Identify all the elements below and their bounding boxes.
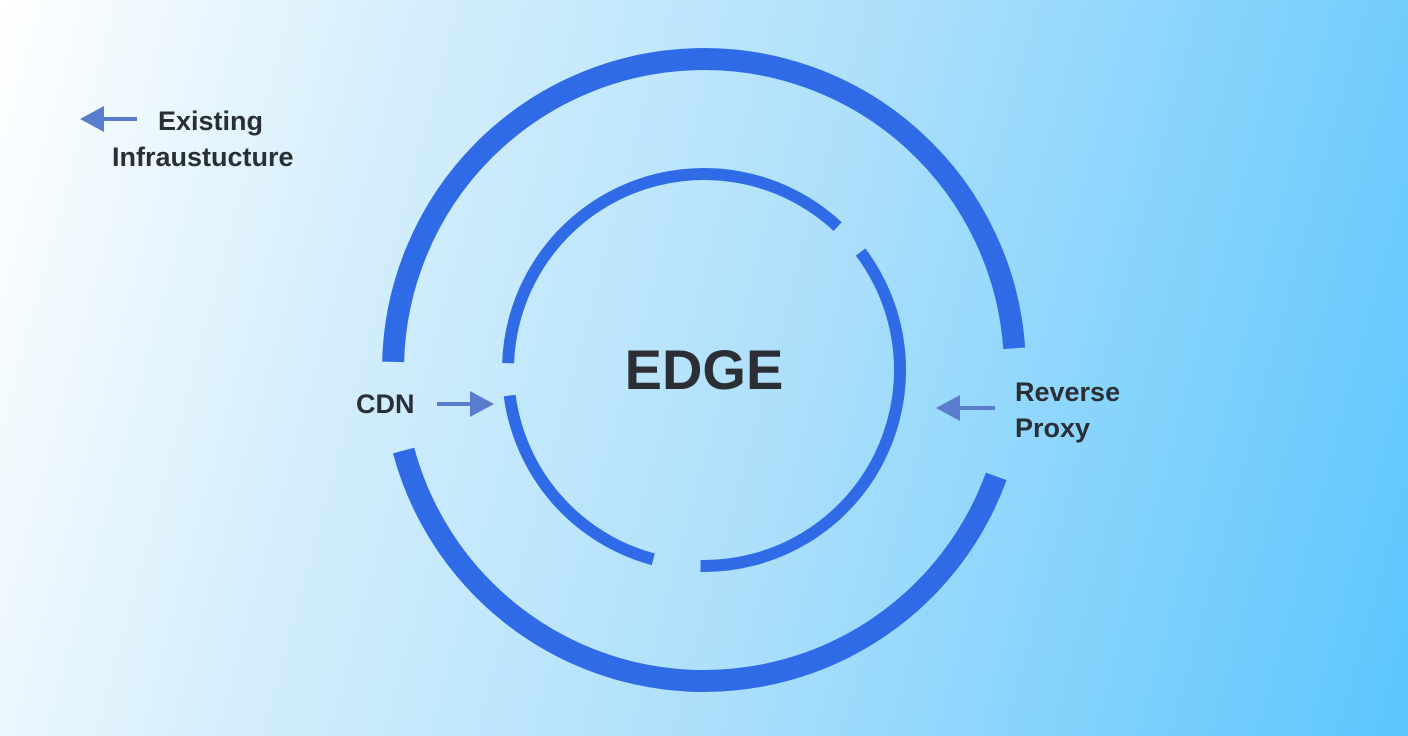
reverse-proxy-arrow-icon [936,395,995,421]
outer-ring-bottom-segment [392,447,1007,692]
outer-ring-top-segment [382,48,1026,363]
reverse-proxy-label-line1: Reverse [1015,377,1121,407]
cdn-label: CDN [356,389,415,419]
existing-infrastructure-label-line2: Infraustucture [112,142,294,172]
existing-infrastructure-label-line1: Existing [158,106,264,136]
reverse-proxy-label-line2: Proxy [1015,413,1091,443]
edge-title: EDGE [624,338,784,401]
existing-infrastructure-arrow-icon [80,106,137,132]
inner-ring-top-segment [502,168,842,364]
inner-ring-right-segment [700,248,906,572]
cdn-arrow-icon [437,391,494,417]
inner-ring-bottom-left-segment [503,394,655,566]
